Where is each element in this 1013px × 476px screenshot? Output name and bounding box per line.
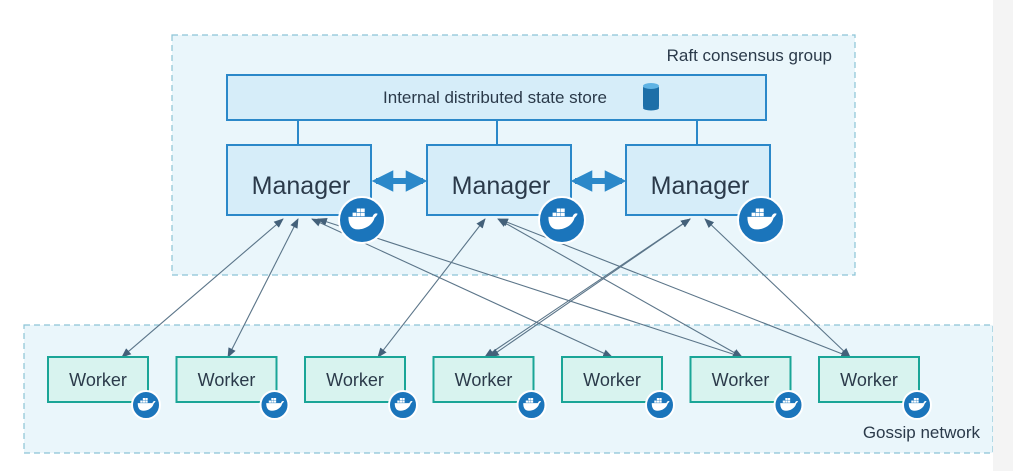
worker-node: Worker: [304, 356, 418, 420]
worker-node: Worker: [47, 356, 161, 420]
manager-worker-link: [377, 218, 486, 358]
diagram-canvas: Raft consensus group Gossip network Inte…: [23, 34, 994, 454]
docker-whale-icon: [773, 390, 804, 420]
docker-whale-icon: [902, 390, 932, 420]
docker-whale-icon: [645, 390, 675, 420]
docker-whale-icon: [737, 196, 785, 244]
worker-node: Worker: [689, 356, 804, 420]
manager-label: Manager: [252, 172, 351, 200]
worker-label: Worker: [455, 370, 513, 390]
managers: Manager Manager Manager: [226, 144, 785, 244]
manager-node: Manager: [426, 144, 586, 244]
worker-label: Worker: [840, 370, 898, 390]
worker-label: Worker: [583, 370, 641, 390]
worker-label: Worker: [326, 370, 384, 390]
docker-whale-icon: [538, 196, 586, 244]
manager-node: Manager: [226, 144, 386, 244]
worker-label: Worker: [712, 370, 770, 390]
raft-group-label: Raft consensus group: [667, 46, 832, 65]
database-icon: [643, 83, 659, 111]
manager-label: Manager: [452, 172, 551, 200]
worker-node: Worker: [175, 356, 290, 420]
manager-worker-link: [497, 218, 743, 358]
workers: Worker Worker Worker Worker Worker Worker Work…: [47, 356, 932, 420]
worker-node: Worker: [432, 356, 547, 420]
worker-node: Worker: [561, 356, 675, 420]
docker-whale-icon: [259, 390, 290, 420]
docker-whale-icon: [516, 390, 547, 420]
manager-worker-link: [704, 218, 851, 358]
docker-whale-icon: [388, 390, 418, 420]
state-store-label: Internal distributed state store: [383, 88, 607, 107]
manager-worker-link: [227, 218, 299, 358]
state-store: Internal distributed state store: [226, 74, 767, 121]
docker-whale-icon: [338, 196, 386, 244]
scrollbar[interactable]: [993, 0, 1013, 471]
worker-node: Worker: [818, 356, 932, 420]
worker-label: Worker: [69, 370, 127, 390]
manager-node: Manager: [625, 144, 785, 244]
docker-whale-icon: [131, 390, 161, 420]
gossip-network-label: Gossip network: [863, 423, 981, 442]
worker-label: Worker: [198, 370, 256, 390]
manager-label: Manager: [651, 172, 750, 200]
store-connectors: [297, 120, 698, 145]
